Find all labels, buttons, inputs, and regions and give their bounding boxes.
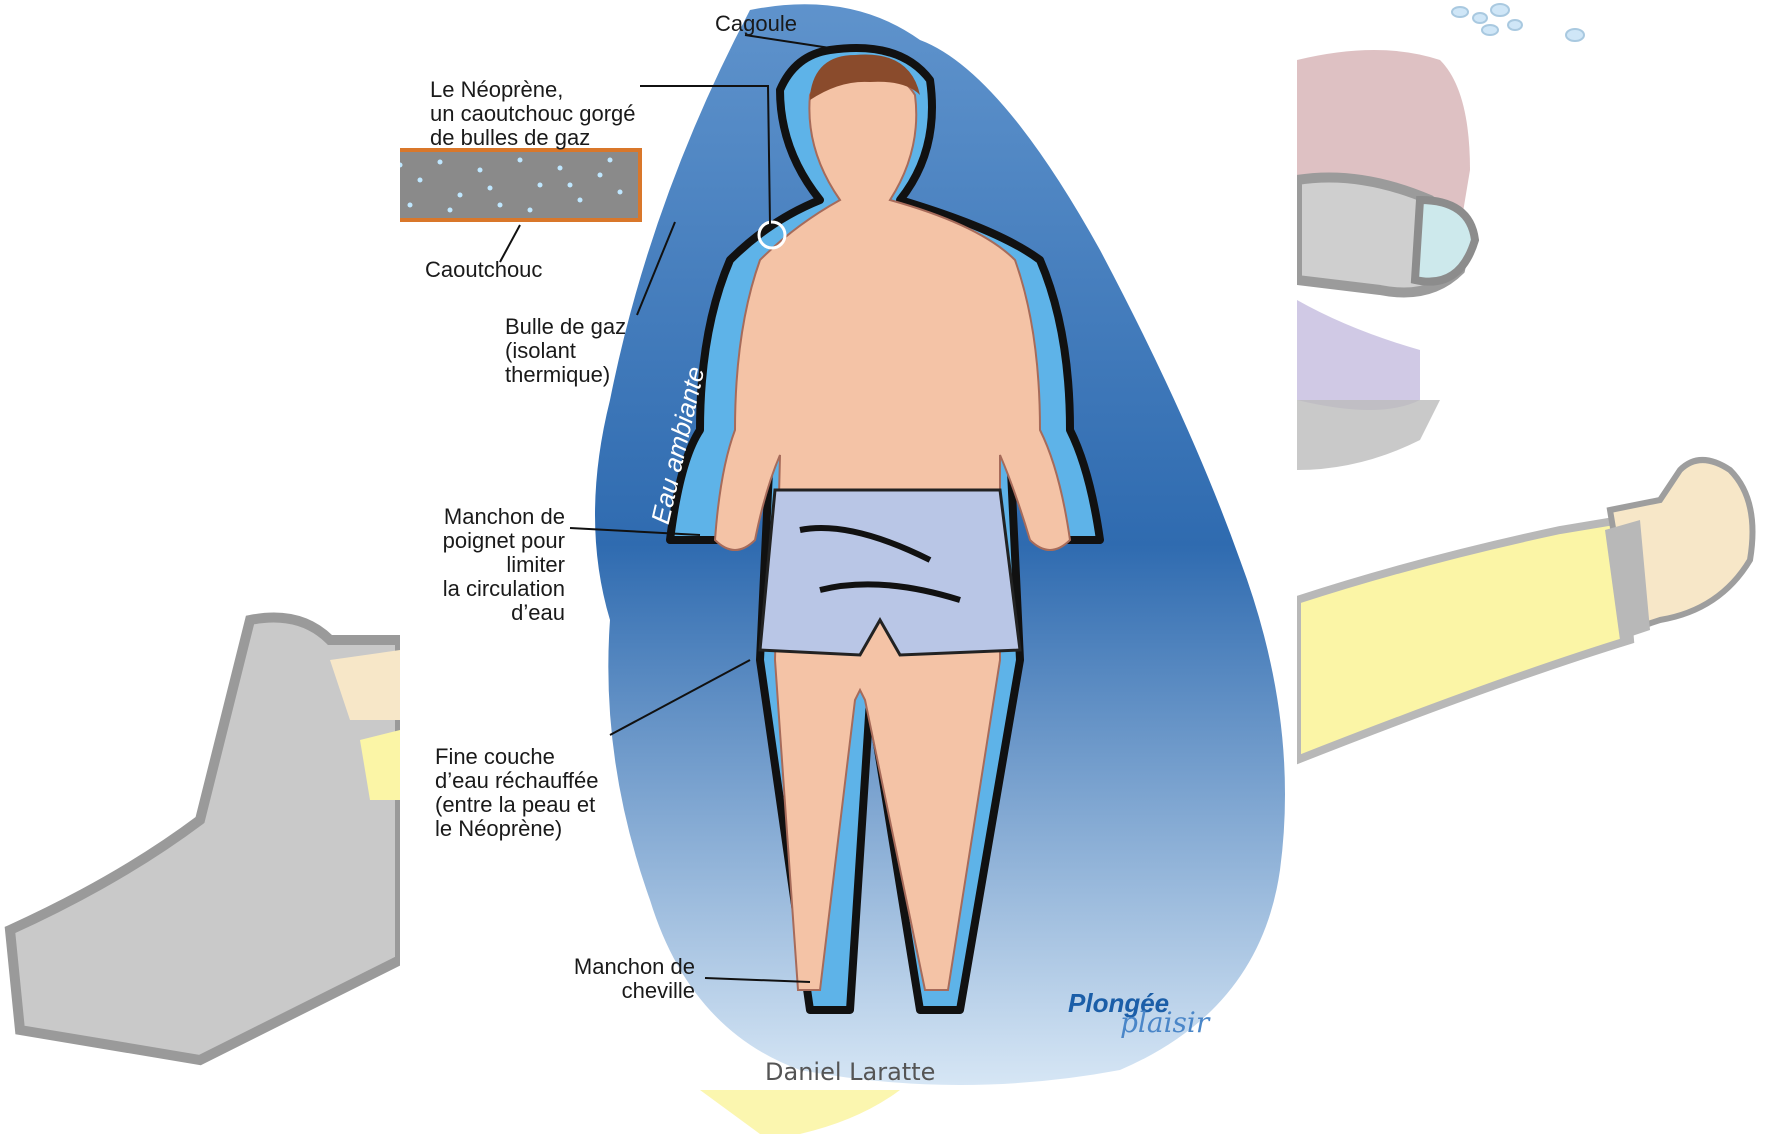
- label-neoprene: Le Néoprène, un caoutchouc gorgé de bull…: [430, 78, 636, 150]
- shorts: [760, 490, 1020, 655]
- label-manchon-poignet: Manchon de poignet pour limiter la circu…: [400, 505, 565, 625]
- brand-logo-plaisir: plaisir: [1120, 1006, 1209, 1039]
- credit-text: Daniel Laratte: [765, 1058, 935, 1086]
- bubbles-decoration: [1452, 4, 1584, 41]
- label-fine-couche: Fine couche d’eau réchauffée (entre la p…: [435, 745, 599, 841]
- label-caoutchouc: Caoutchouc: [425, 258, 542, 282]
- label-manchon-cheville: Manchon de cheville: [470, 955, 695, 1003]
- label-bulle-de-gaz: Bulle de gaz (isolant thermique): [505, 315, 626, 387]
- label-cagoule: Cagoule: [715, 12, 797, 36]
- diagram-panel: Cagoule Le Néoprène, un caoutchouc gorgé…: [400, 0, 1297, 1090]
